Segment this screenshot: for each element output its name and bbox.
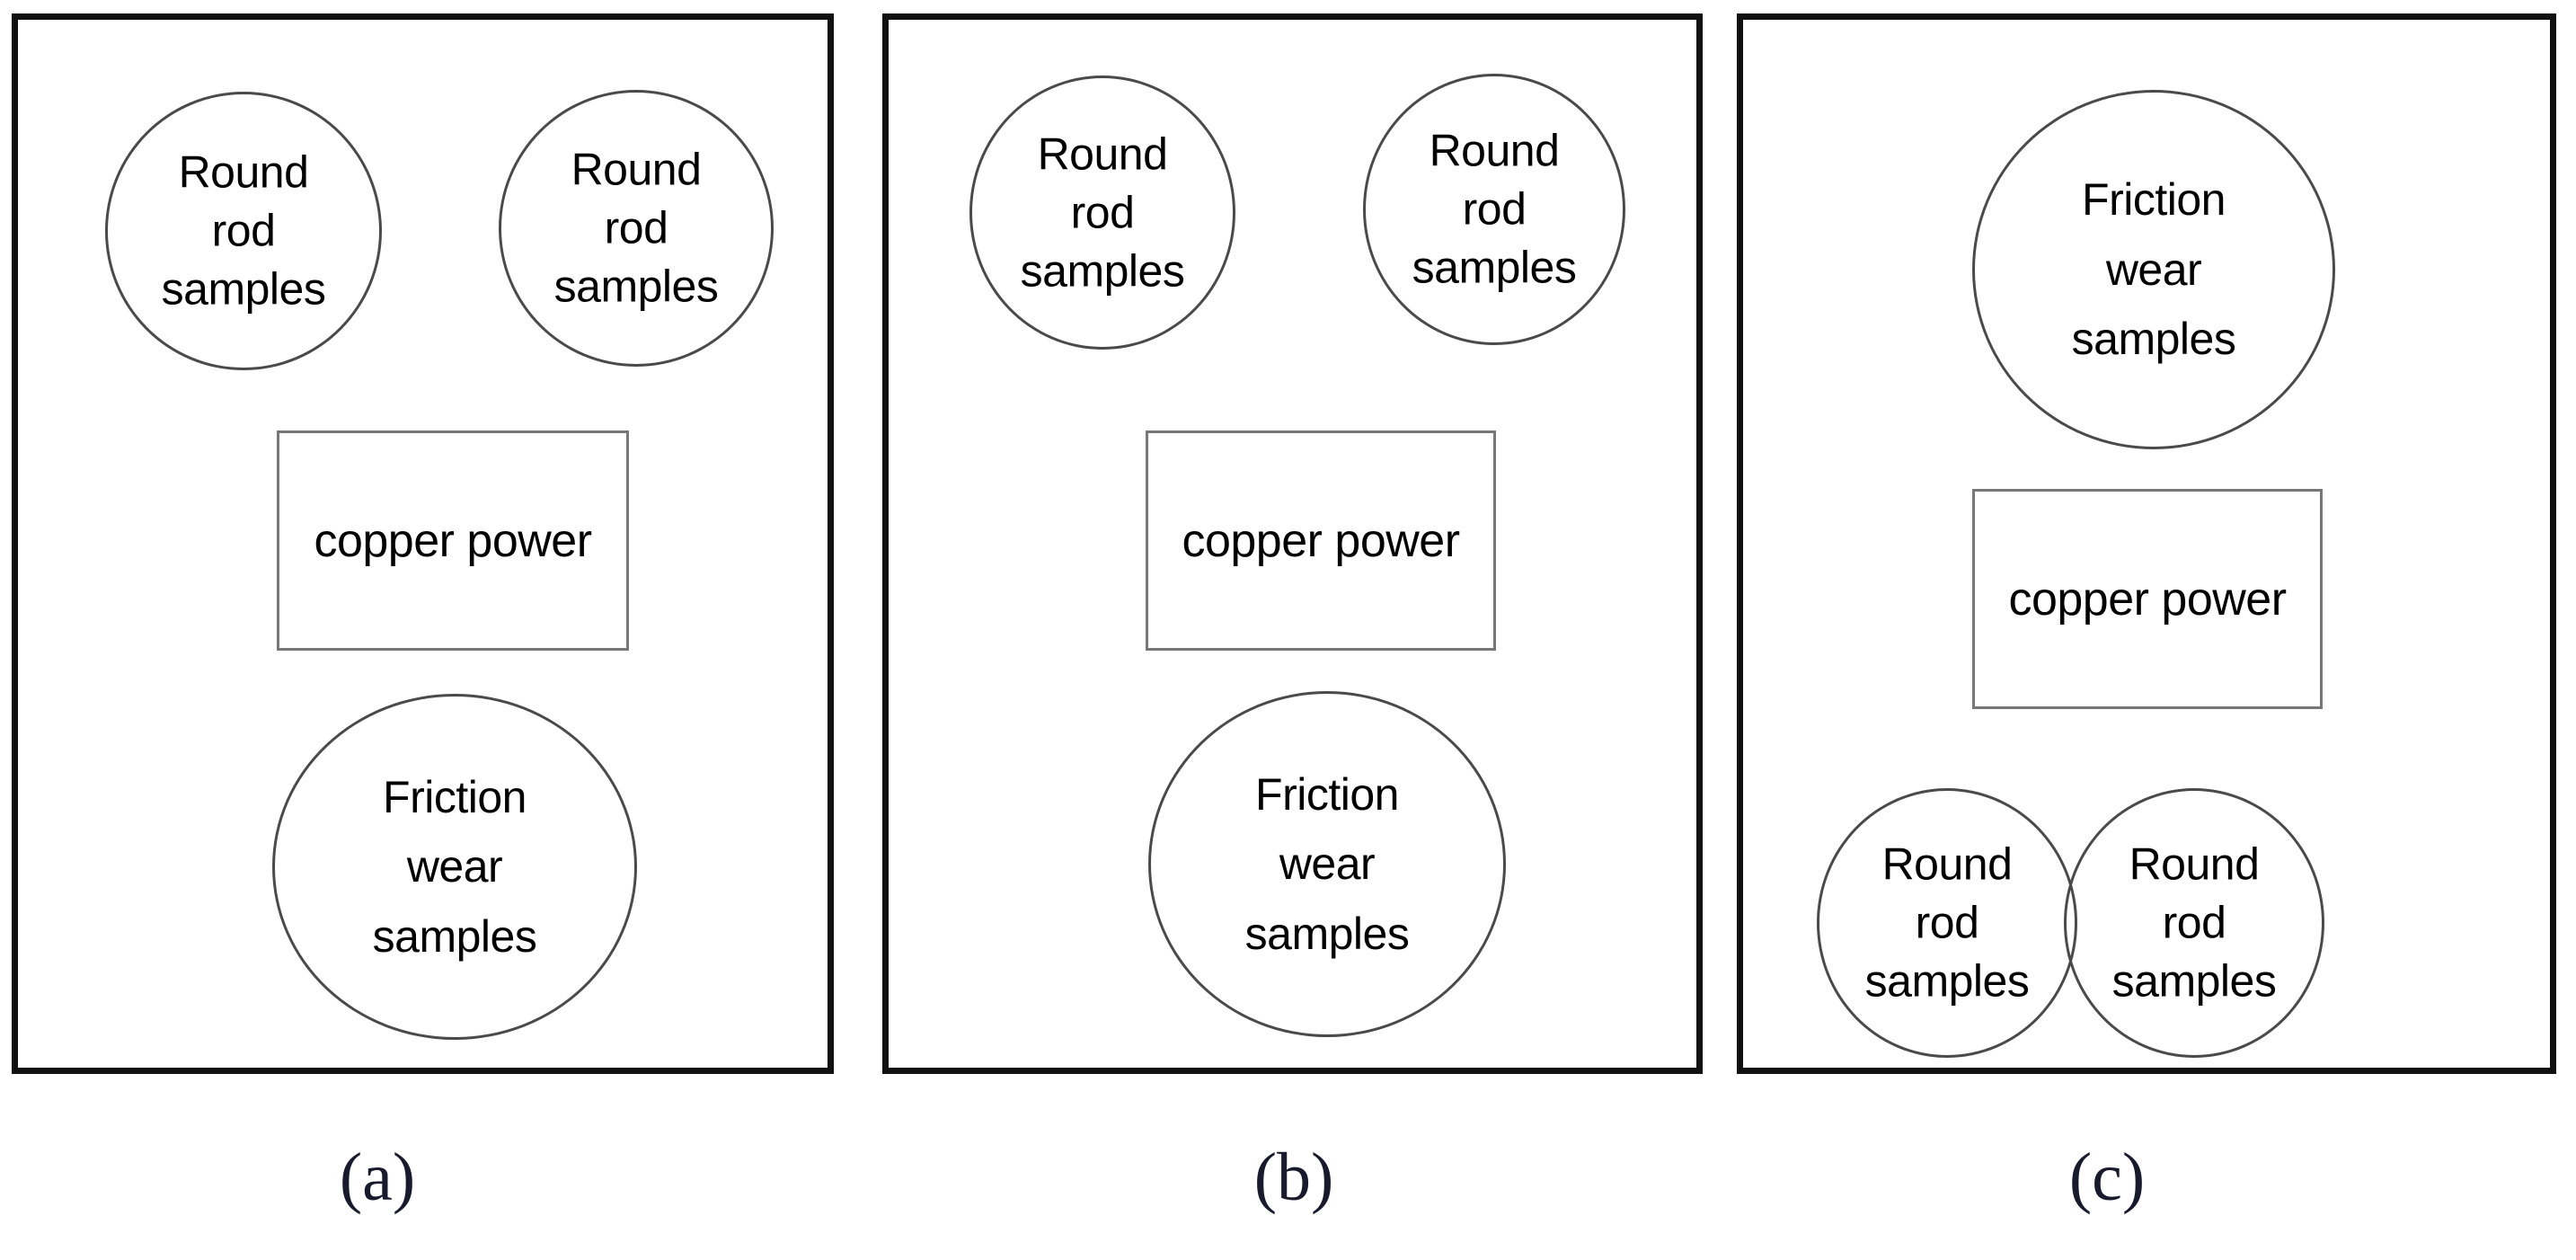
friction-wear-samples-label: Friction wear samples	[1245, 759, 1410, 969]
copper-power-label: copper power	[2008, 572, 2287, 626]
text-line: rod	[211, 205, 276, 256]
text-line: Round	[1037, 129, 1168, 179]
panel-c-caption: (c)	[2068, 1140, 2146, 1215]
text-line: Round	[1881, 839, 2013, 890]
panel-c: Friction wear samples copper power Round…	[1737, 13, 2556, 1074]
text-line: Round	[1429, 125, 1560, 176]
text-line: Round	[571, 144, 702, 195]
round-rod-samples-bottom-right-label: Round rod samples	[2112, 836, 2277, 1011]
copper-power-label: copper power	[314, 514, 592, 568]
text-line: samples	[553, 261, 719, 312]
text-line: wear	[1279, 838, 1376, 889]
copper-power-block: copper power	[1146, 430, 1496, 651]
text-line: samples	[1864, 955, 2030, 1007]
friction-wear-samples: Friction wear samples	[1972, 90, 2335, 449]
round-rod-samples-top-left-label: Round rod samples	[1021, 125, 1185, 300]
panel-a: Round rod samples Round rod samples copp…	[12, 13, 834, 1074]
copper-power-block: copper power	[277, 430, 629, 651]
round-rod-samples-top-right: Round rod samples	[1363, 74, 1625, 345]
round-rod-samples-top-right-label: Round rod samples	[554, 141, 719, 316]
text-line: Friction	[383, 771, 527, 822]
round-rod-samples-top-right-label: Round rod samples	[1412, 122, 1577, 297]
text-line: samples	[2071, 313, 2236, 364]
friction-wear-samples: Friction wear samples	[272, 694, 637, 1040]
text-line: samples	[372, 910, 537, 962]
panel-b: Round rod samples Round rod samples copp…	[882, 13, 1703, 1074]
text-line: copper power	[314, 514, 592, 567]
round-rod-samples-bottom-left: Round rod samples	[1817, 788, 2077, 1058]
round-rod-samples-bottom-left-label: Round rod samples	[1865, 836, 2030, 1011]
text-line: copper power	[2008, 572, 2287, 626]
text-line: copper power	[1182, 514, 1460, 567]
panel-b-content: Round rod samples Round rod samples copp…	[889, 20, 1696, 1068]
round-rod-samples-top-left: Round rod samples	[105, 92, 382, 370]
round-rod-samples-top-left: Round rod samples	[969, 75, 1235, 350]
text-line: Friction	[1255, 768, 1399, 820]
text-line: Round	[2129, 839, 2260, 890]
text-line: rod	[1462, 183, 1527, 235]
text-line: rod	[1915, 897, 1979, 948]
text-line: rod	[604, 202, 668, 253]
text-line: wear	[2105, 244, 2202, 295]
friction-wear-samples-label: Friction wear samples	[2072, 165, 2236, 375]
panel-b-caption: (b)	[1253, 1140, 1334, 1215]
text-line: samples	[2111, 955, 2277, 1007]
text-line: samples	[1244, 908, 1410, 959]
text-line: Round	[178, 146, 309, 198]
copper-power-label: copper power	[1182, 514, 1460, 568]
text-line: samples	[1412, 242, 1577, 293]
text-line: Friction	[2082, 173, 2226, 225]
text-line: wear	[406, 840, 503, 892]
friction-wear-samples: Friction wear samples	[1148, 691, 1506, 1037]
panel-a-caption: (a)	[339, 1140, 416, 1215]
panel-a-content: Round rod samples Round rod samples copp…	[18, 20, 828, 1068]
text-line: samples	[1020, 245, 1185, 296]
copper-power-block: copper power	[1972, 489, 2323, 709]
round-rod-samples-top-left-label: Round rod samples	[162, 144, 326, 319]
round-rod-samples-bottom-right: Round rod samples	[2064, 788, 2324, 1058]
round-rod-samples-top-right: Round rod samples	[499, 90, 774, 367]
friction-wear-samples-label: Friction wear samples	[373, 762, 537, 972]
panel-c-content: Friction wear samples copper power Round…	[1743, 20, 2550, 1068]
text-line: samples	[161, 263, 326, 315]
text-line: rod	[1070, 187, 1135, 237]
text-line: rod	[2162, 897, 2226, 948]
